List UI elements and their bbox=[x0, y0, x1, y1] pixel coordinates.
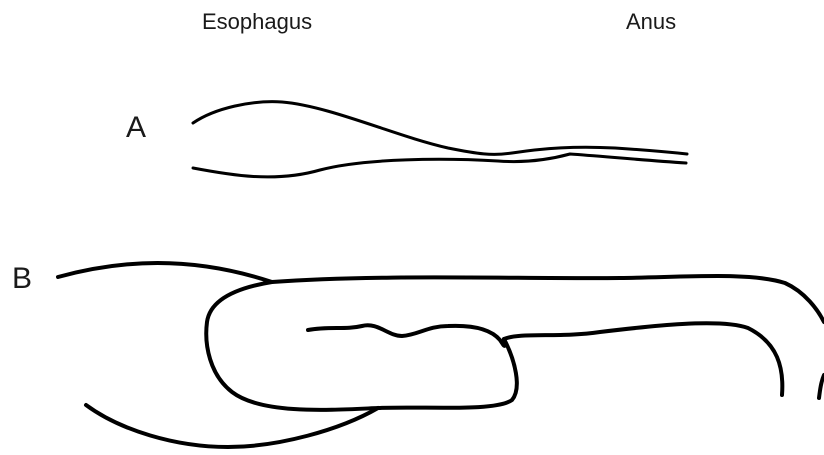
looped-gut-inner-lumen-wall bbox=[308, 325, 505, 346]
looped-gut-outline bbox=[58, 263, 824, 447]
looped-gut-inner-loop-wall bbox=[206, 282, 782, 410]
looped-gut-upper-left-wall bbox=[58, 263, 272, 282]
straight-gut-outline bbox=[193, 102, 687, 177]
straight-gut-lower-wall bbox=[193, 154, 686, 177]
looped-gut-right-end bbox=[819, 375, 824, 398]
straight-gut-upper-wall bbox=[193, 102, 687, 155]
looped-gut-outer-wall bbox=[272, 276, 824, 322]
